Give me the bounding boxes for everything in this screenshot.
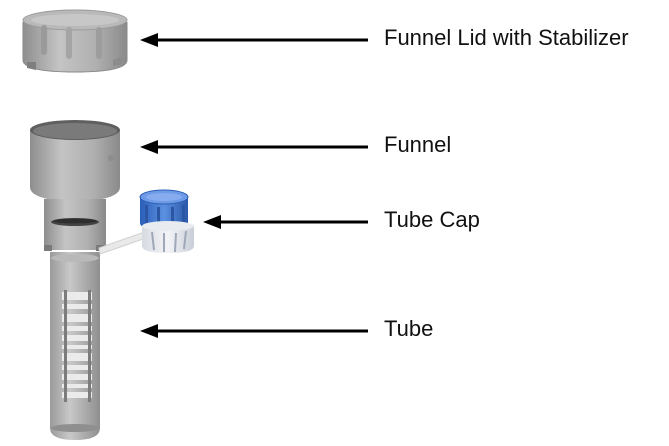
arrow-funnel — [140, 140, 368, 154]
label-tube: Tube — [384, 316, 434, 341]
funnel-lid-illustration — [22, 9, 128, 73]
arrow-cap — [203, 215, 368, 229]
label-funnel: Funnel — [384, 132, 452, 157]
arrow-lid — [140, 33, 368, 47]
arrow-tube — [140, 324, 368, 338]
label-funnel-lid: Funnel Lid with Stabilizer — [384, 25, 629, 50]
tube-cap-illustration — [98, 189, 194, 255]
label-tube-cap: Tube Cap — [384, 207, 480, 232]
tube-illustration — [50, 252, 100, 440]
funnel-illustration — [30, 120, 120, 251]
